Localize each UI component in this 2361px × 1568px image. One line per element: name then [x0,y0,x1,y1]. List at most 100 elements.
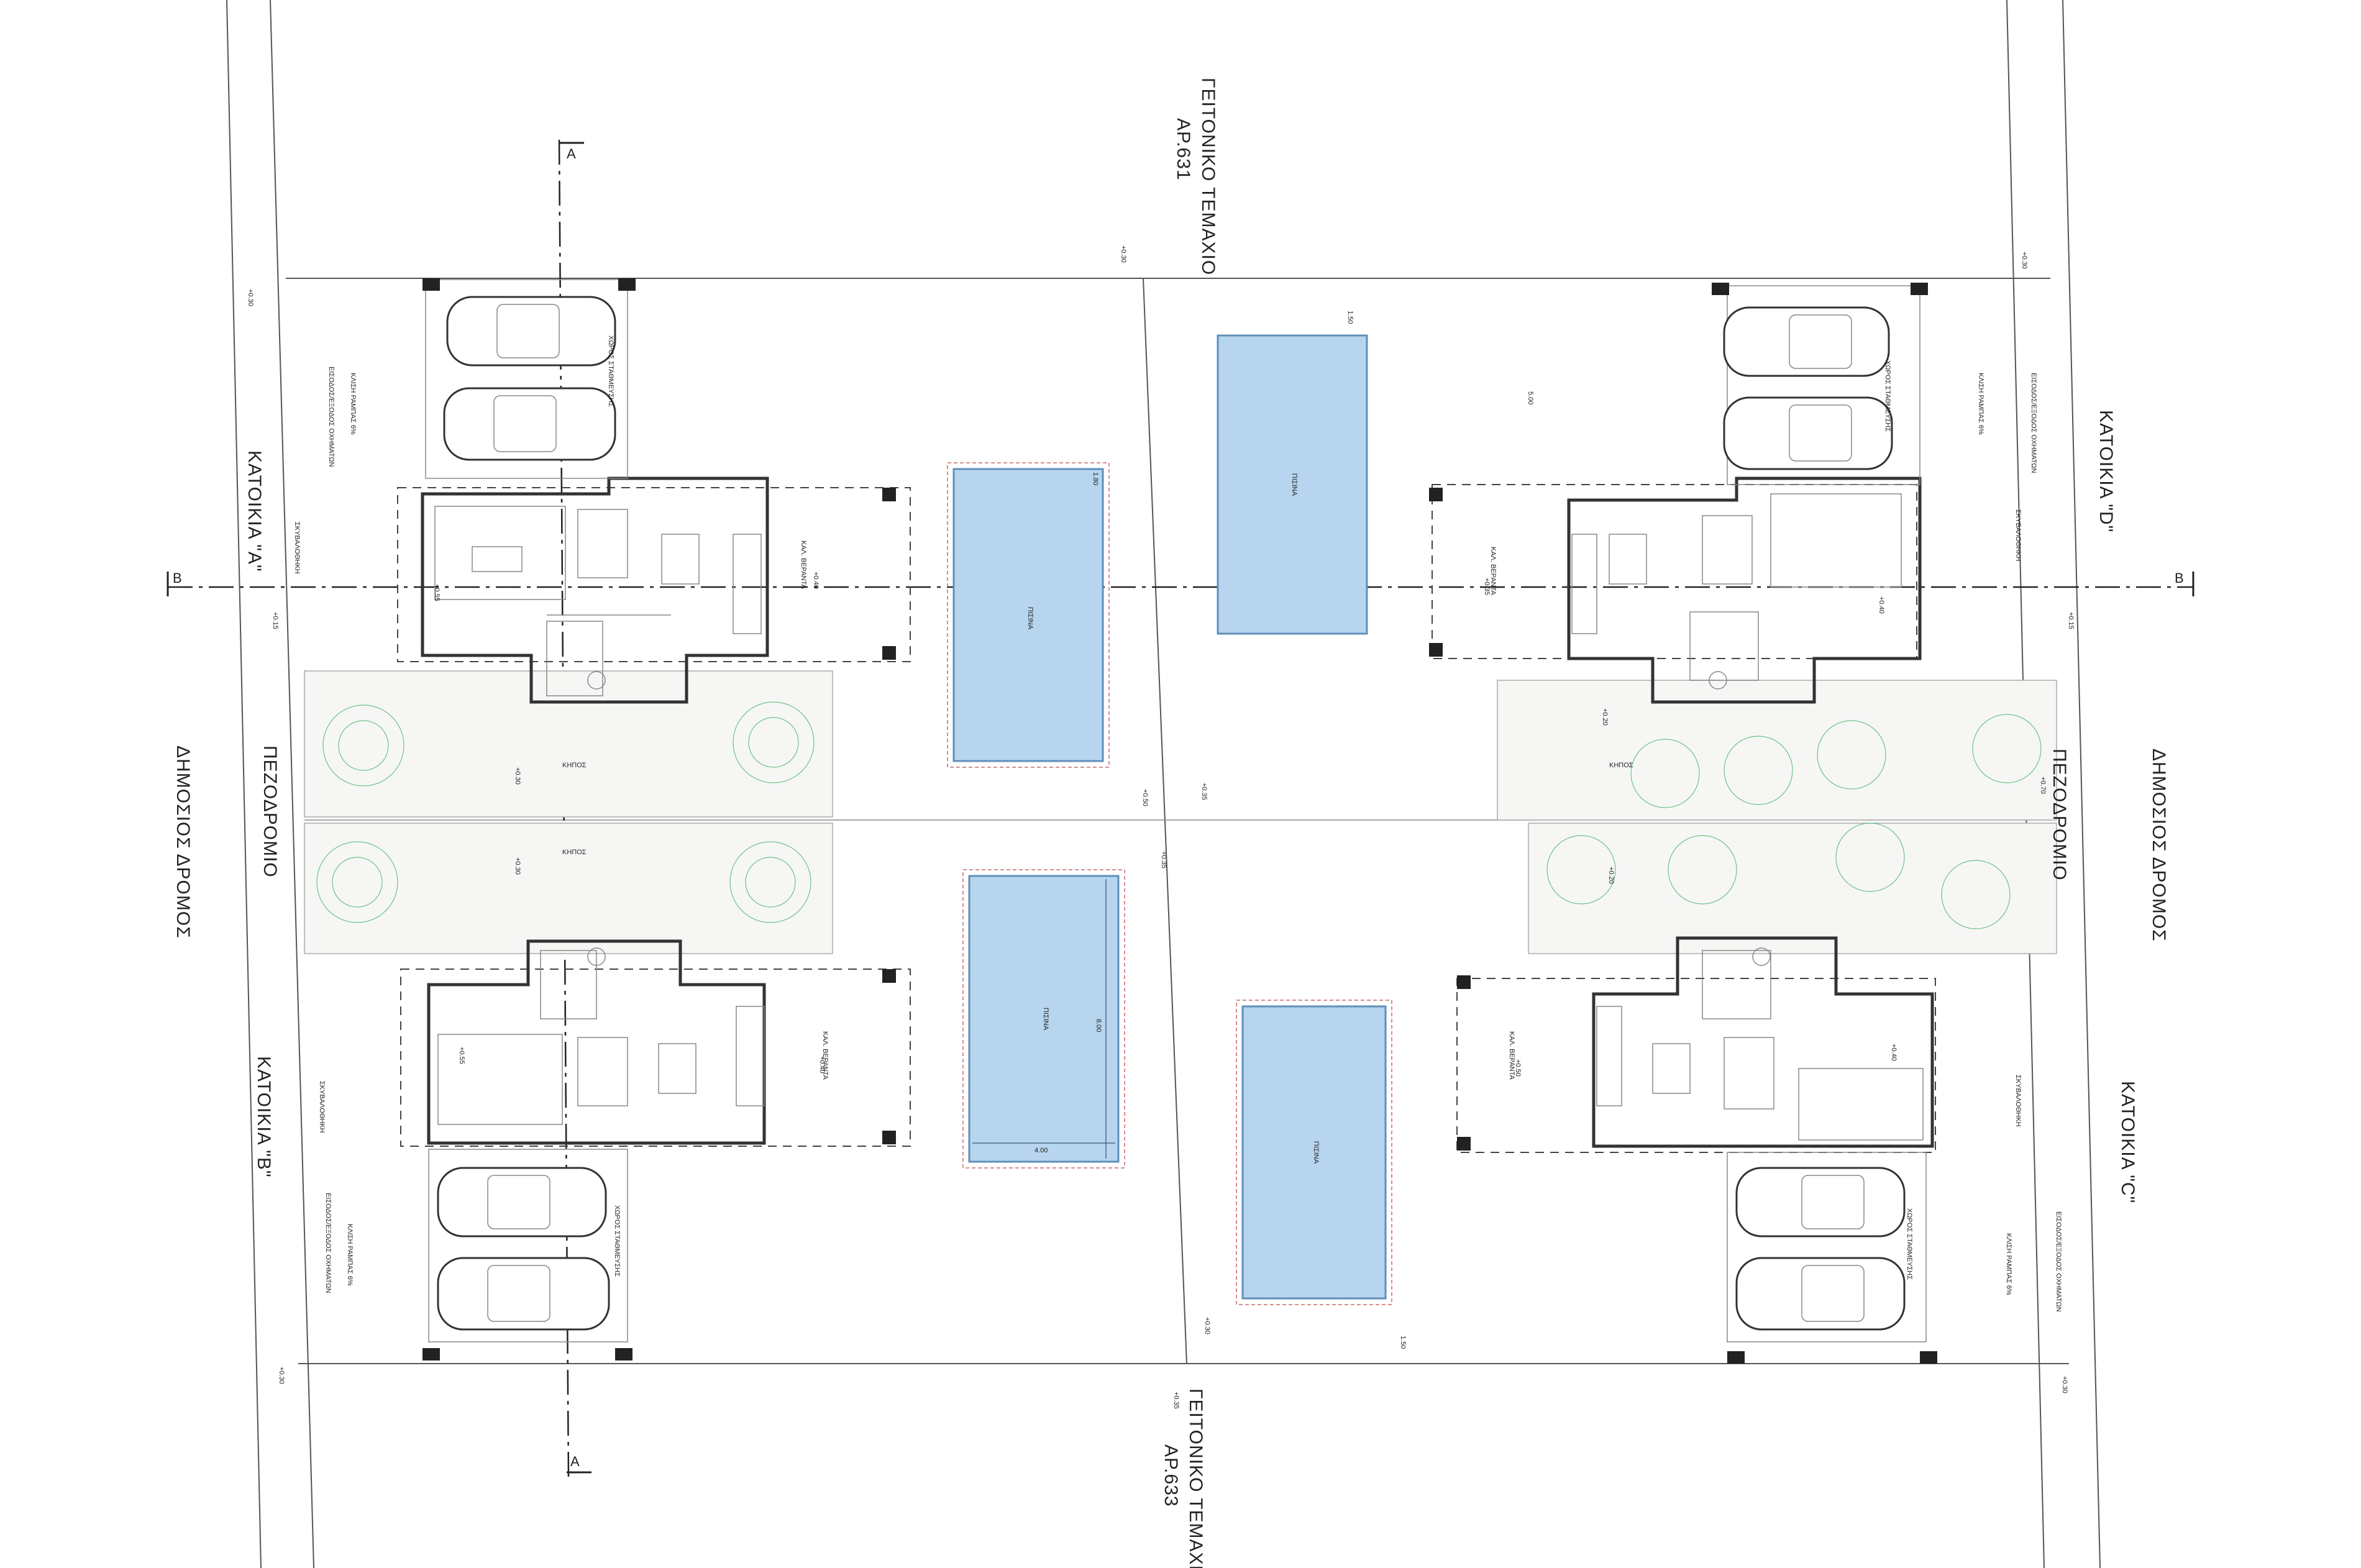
level-label: +0.20 [1601,708,1609,726]
entrance-label-a: ΕΙΣΟΔΟΣ/ΕΞΟΔΟΣ ΟΧΗΜΑΤΩΝ [327,367,335,467]
dim-label: 1.50 [1346,311,1354,324]
house-d [1432,476,1922,704]
storage-label-c: ΣΚΥΒΑΛΟΘΗΚΗ [2014,1075,2022,1127]
car-icon [437,1167,607,1238]
section-label-b-right: B [2175,570,2184,586]
section-marker-b-right: B [2175,570,2194,596]
dim-label: 1.50 [1399,1336,1407,1349]
columns [422,278,1937,1364]
pool-label-d: ΠΙΣΙΝΑ [1290,473,1298,496]
section-marker-b-left: B [167,570,182,596]
veranda-label-a: ΚΑΛ. ΒΕΡΑΝΤΑ [800,540,807,590]
level-label: +0.55 [458,1047,465,1064]
level-label: +0.30 [1203,1317,1211,1334]
level-label: +0.35 [1172,1392,1180,1409]
level-markers: +0.30 +0.30 +0.30 +0.30 +0.30 +0.40 +0.5… [247,245,2075,1409]
section-label-a-bottom: A [570,1454,580,1469]
dim-label: 5.00 [1527,391,1534,404]
parking-c [1727,1152,1927,1342]
storage-label-b: ΣΚΥΒΑΛΟΘΗΚΗ [318,1081,326,1133]
tree-icon [1817,720,1886,790]
level-label: +0.30 [514,767,521,785]
entrance-label-b: ΕΙΣΟΔΟΣ/ΕΞΟΔΟΣ ΟΧΗΜΑΤΩΝ [324,1193,332,1293]
level-label: +0.40 [812,572,820,589]
left-sidewalk-label: ΠΕΖΟΔΡΟΜΙΟ [260,745,280,878]
tree-icon [1972,714,2042,783]
level-label: +0.30 [247,289,254,306]
veranda-label-b: ΚΑΛ. ΒΕΡΑΝΤΑ [821,1031,829,1080]
tree-icon [1546,835,1616,905]
tree-icon [1941,860,2011,929]
car-icon [1735,1167,1906,1238]
level-label: +0.50 [1514,1059,1522,1077]
parking-label-c: ΧΩΡΟΣ ΣΤΑΘΜΕΥΣΗΣ [1906,1208,1913,1280]
neighbour-top-line2: ΑΡ.631 [1173,118,1194,181]
pool-a: ΠΙΣΙΝΑ [947,462,1110,768]
house-label-c: ΚΑΤΟΙΚΙΑ "C" [2117,1081,2138,1203]
level-label: +0.40 [1878,596,1885,614]
ramp-label-d: ΚΛΙΣΗ ΡΑΜΠΑΣ 6% [1977,373,1984,435]
level-label: +0.40 [1890,1044,1897,1061]
pool-d: ΠΙΣΙΝΑ [1217,334,1368,635]
level-label: +0.40 [818,1056,826,1073]
level-label: +0.15 [272,612,279,629]
parking-label-b: ΧΩΡΟΣ ΣΤΑΘΜΕΥΣΗΣ [613,1205,621,1277]
level-label: +0.70 [2039,777,2047,794]
right-road-label: ΔΗΜΟΣΙΟΣ ΔΡΟΜΟΣ [2149,749,2169,942]
tree-icon [733,701,815,783]
ramp-label-b: ΚΛΙΣΗ ΡΑΜΠΑΣ 6% [346,1224,354,1286]
house-label-b: ΚΑΤΟΙΚΙΑ "Β" [253,1056,274,1178]
garden-label-a: ΚΗΠΟΣ [562,762,587,769]
level-label: +0.35 [1200,783,1208,800]
car-icon [1723,396,1893,470]
tree-icon [729,841,811,923]
house-label-d: ΚΑΤΟΙΚΙΑ "D" [2096,410,2116,532]
level-label: +0.50 [1141,789,1149,806]
entrance-label-d: ΕΙΣΟΔΟΣ/ΕΞΟΔΟΣ ΟΧΗΜΑΤΩΝ [2030,373,2037,473]
parking-label-d: ΧΩΡΟΣ ΣΤΑΘΜΕΥΣΗΣ [1884,360,1891,432]
veranda-label-d: ΚΑΛ. ΒΕΡΑΝΤΑ [1489,547,1497,596]
house-b [400,939,911,1147]
section-label-b-left: B [173,570,182,586]
level-label: +0.30 [514,857,521,875]
neighbour-bottom-line1: ΓΕΙΤΟΝΙΚΟ ΤΕΜΑΧΙΟ [1185,1388,1206,1568]
section-marker-a-bottom: A [567,1454,591,1474]
level-label: +0.35 [1160,851,1167,868]
level-label: +0.30 [1120,245,1127,263]
car-icon [1723,306,1890,377]
level-label: +0.20 [1607,867,1615,884]
tree-icon [1835,823,1905,892]
storage-label-d: ΣΚΥΒΑΛΟΘΗΚΗ [2014,509,2022,562]
veranda-label-c: ΚΑΛ. ΒΕΡΑΝΤΑ [1508,1031,1515,1080]
ramp-label-c: ΚΛΙΣΗ ΡΑΜΠΑΣ 6% [2005,1233,2012,1295]
right-sidewalk-label: ΠΕΖΟΔΡΟΜΙΟ [2049,749,2070,881]
garden-b: ΚΗΠΟΣ [304,823,833,954]
section-label-a-top: A [567,146,576,162]
tree-icon [1724,736,1793,805]
dim-label: 8.00 [1095,1019,1102,1032]
garden-a: ΚΗΠΟΣ [304,670,833,818]
pool-label-b: ΠΙΣΙΝΑ [1042,1008,1049,1031]
level-label: +0.35 [1483,578,1491,595]
left-road-label: ΔΗΜΟΣΙΟΣ ΔΡΟΜΟΣ [173,745,193,939]
level-label: +0.30 [2061,1376,2068,1393]
car-icon [437,1257,610,1331]
dim-label: 1.80 [1092,472,1099,485]
house-label-a: ΚΑΤΟΙΚΙΑ "Α" [244,450,265,572]
pool-c: ΠΙΣΙΝΑ [1236,1000,1392,1305]
parking-a [425,279,628,479]
car-icon [443,387,616,461]
parking-label-a: ΧΩΡΟΣ ΣΤΑΘΜΕΥΣΗΣ [607,335,614,407]
garden-c [1528,823,2057,954]
car-icon [446,296,616,367]
pool-b: ΠΙΣΙΝΑ [962,869,1125,1169]
pool-label-a: ΠΙΣΙΝΑ [1026,607,1034,630]
storage-label-a: ΣΚΥΒΑΛΟΘΗΚΗ [293,522,301,574]
house-a [397,476,911,704]
parking-b [428,1149,628,1342]
level-label: +0.30 [278,1367,285,1384]
tree-icon [1668,835,1737,905]
car-icon [1735,1257,1906,1331]
tree-icon [322,704,404,786]
